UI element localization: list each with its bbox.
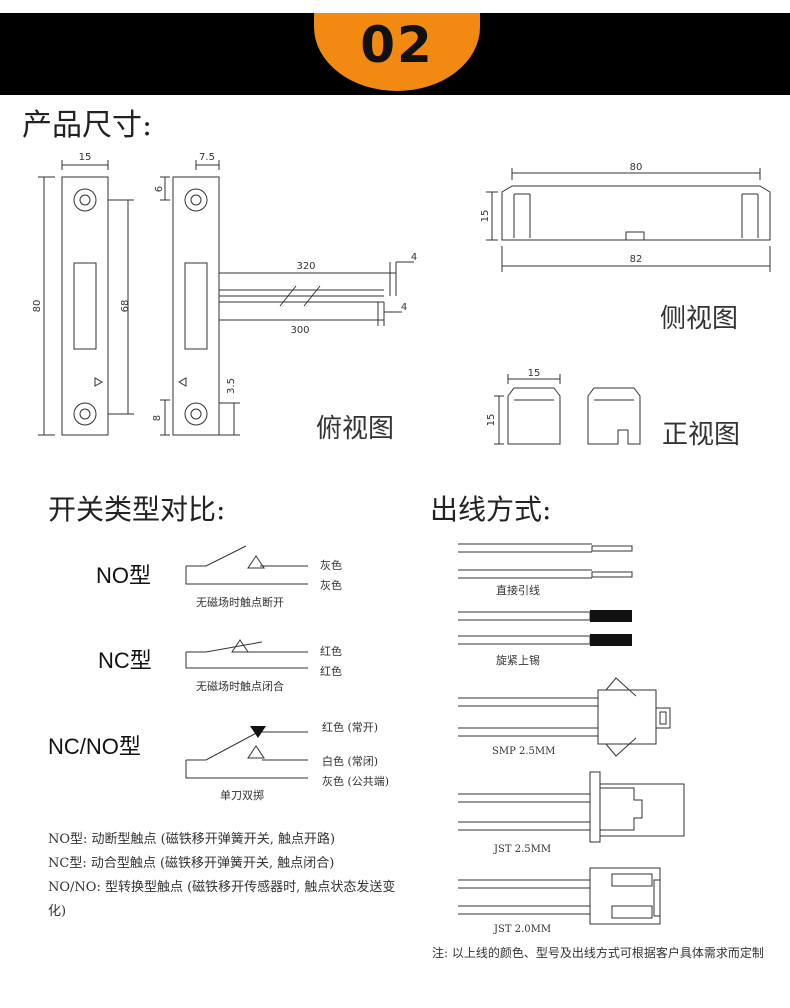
front-view-sensor [587, 387, 641, 445]
tinned-lead-wire [458, 611, 591, 621]
magnet-arrow-icon [94, 377, 104, 387]
nc-caption: 无磁场时触点闭合 [196, 679, 284, 693]
section-number: 02 [360, 16, 434, 74]
side-view-body [501, 185, 771, 241]
switch-compare-heading: 开关类型对比: [48, 493, 226, 526]
dim-hole-pitch: 68 [120, 300, 131, 313]
dim-front-width: 15 [528, 368, 541, 379]
dim-length: 80 [32, 300, 43, 313]
dim-side-length-bottom: 82 [630, 254, 643, 265]
no-type-label: NO型 [96, 563, 151, 588]
note-ncno: NO/NO: 型转换型触点 (磁铁移开传感器时, 触点状态发送变化) [48, 880, 396, 919]
jst20-connector-icon [589, 867, 661, 925]
jst25-connector-icon [589, 771, 601, 843]
nc-switch-symbol [185, 641, 308, 669]
dim-strip-2: 4 [401, 302, 407, 313]
ncno-wire-1: 红色 (常开) [322, 720, 378, 734]
smp-connector-icon [597, 689, 657, 745]
no-wire-2: 灰色 [320, 578, 342, 592]
wiring-label-jst20: JST 2.0MM [493, 924, 551, 935]
wiring-label-direct: 直接引线 [496, 583, 540, 597]
jst25-connector-wires [458, 793, 590, 831]
dim-bottom-hole: 8 [152, 415, 163, 421]
nc-wire-1: 红色 [320, 644, 342, 658]
front-view-label: 正视图 [662, 420, 741, 450]
dim-strip-1: 4 [411, 252, 417, 263]
wiring-label-jst25: JST 2.5MM [493, 844, 551, 855]
no-caption: 无磁场时触点断开 [196, 595, 284, 609]
magnet-slot [73, 262, 97, 350]
ncno-wire-2: 白色 (常闭) [322, 754, 378, 768]
no-switch-symbol [185, 545, 308, 585]
dim-side-length-top: 80 [630, 162, 643, 173]
no-wire-1: 灰色 [320, 558, 342, 572]
sensor-arrow-icon [177, 377, 187, 387]
magnet-hole-top [73, 188, 97, 212]
dim-bottom-offset: 3.5 [226, 378, 237, 394]
jst20-connector-wires [458, 879, 590, 915]
dim-half-width: 7.5 [199, 152, 215, 163]
magnet-hole-bottom [73, 402, 97, 426]
sensor-hole-bottom [184, 402, 208, 426]
nc-type-label: NC型 [98, 648, 152, 673]
dim-width: 15 [79, 152, 92, 163]
dim-side-height: 15 [480, 210, 491, 223]
ncno-switch-symbol [185, 729, 308, 779]
ncno-wire-3: 灰色 (公共端) [322, 774, 389, 788]
ncno-caption: 单刀双掷 [220, 788, 264, 802]
smp-connector-wires [458, 697, 598, 737]
direct-lead-wire [458, 543, 592, 553]
top-view-label: 俯视图 [316, 414, 395, 444]
dim-lead-1: 320 [296, 261, 315, 272]
dim-front-height: 15 [486, 414, 497, 427]
sensor-hole-top [184, 188, 208, 212]
ncno-type-label: NC/NO型 [48, 734, 141, 759]
wiring-heading: 出线方式: [430, 493, 552, 526]
dim-lead-2: 300 [290, 325, 309, 336]
dim-hole-offset: 6 [154, 186, 165, 192]
footnote: 注: 以上线的颜色、型号及出线方式可根据客户具体需求而定制 [432, 946, 764, 960]
wiring-label-tinned: 旋紧上锡 [496, 653, 540, 667]
wiring-label-smp: SMP 2.5MM [492, 746, 555, 757]
switch-notes: NO型: 动断型触点 (磁铁移开弹簧开关, 触点开路) NC型: 动合型触点 (… [48, 828, 408, 924]
front-view-magnet [507, 387, 561, 445]
sensor-slot [184, 262, 208, 350]
dimensions-heading: 产品尺寸: [22, 108, 153, 143]
sensor-body [172, 176, 220, 436]
note-no: NO型: 动断型触点 (磁铁移开弹簧开关, 触点开路) [48, 832, 336, 847]
nc-wire-2: 红色 [320, 664, 342, 678]
magnet-body [61, 176, 109, 436]
side-view-label: 侧视图 [660, 304, 739, 334]
note-nc: NC型: 动合型触点 (磁铁移开弹簧开关, 触点闭合) [48, 856, 335, 871]
